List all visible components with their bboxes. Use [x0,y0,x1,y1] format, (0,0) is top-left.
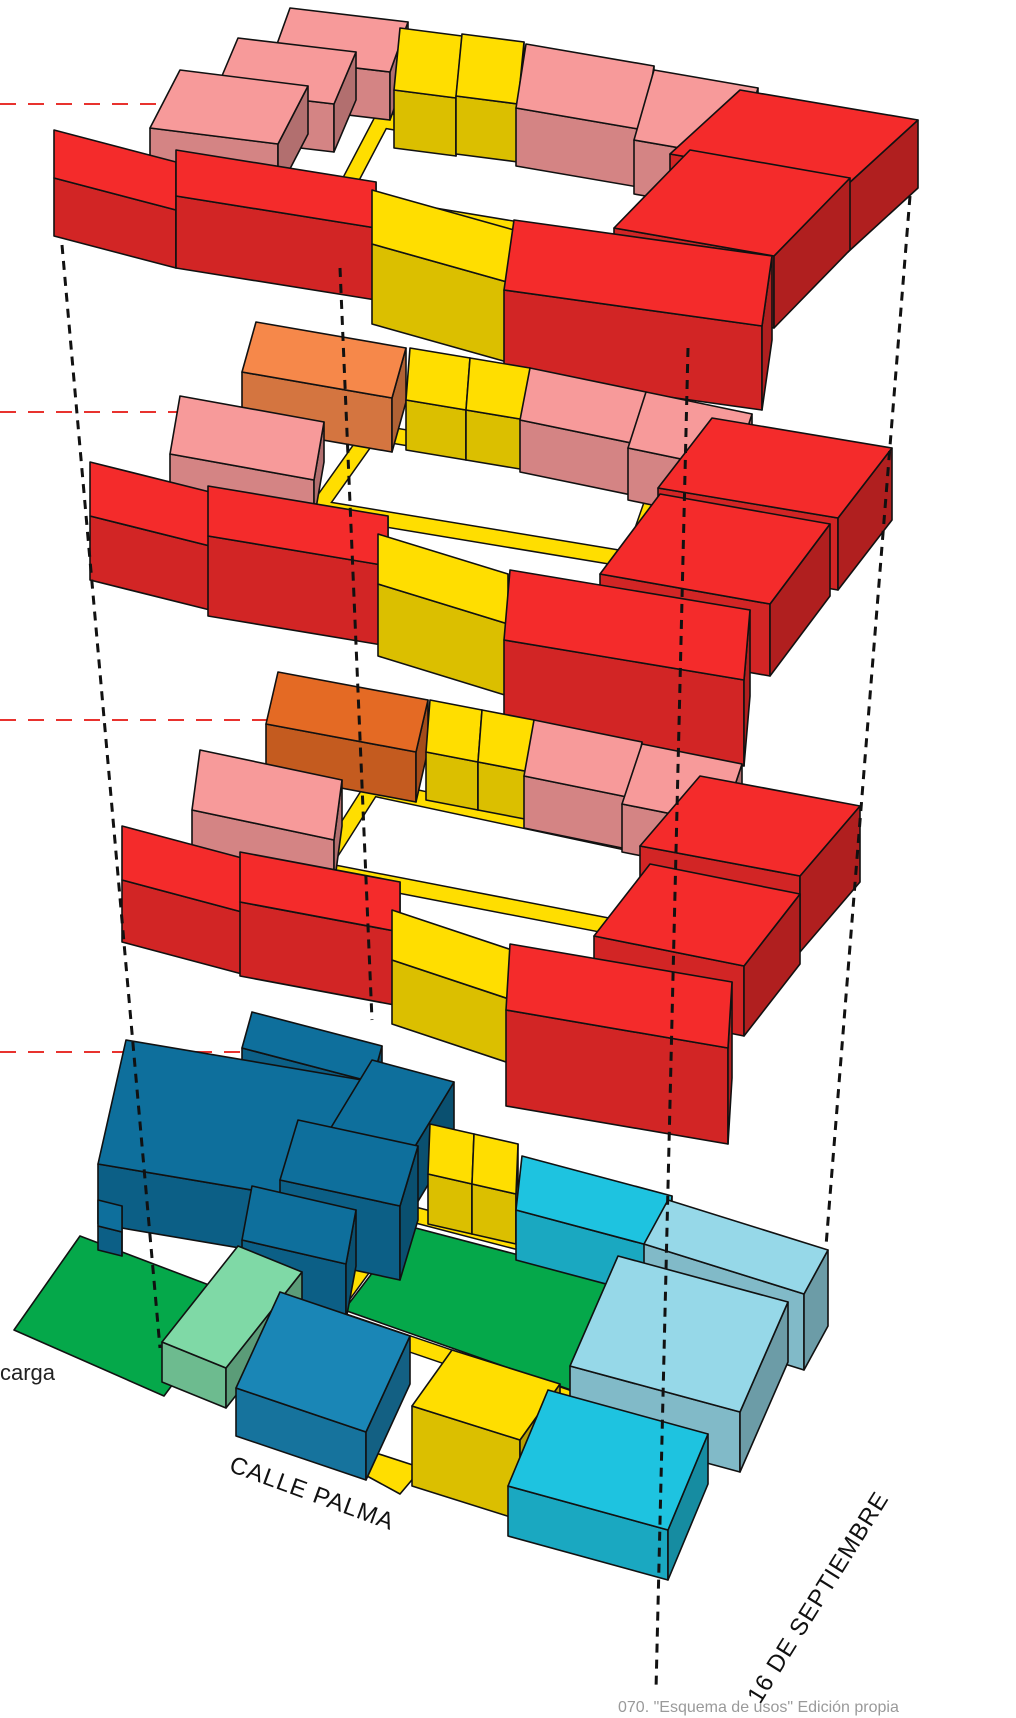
g-blue-edge-top [98,1200,122,1232]
l2-yellow-core [392,910,512,1064]
level-3 [90,322,892,766]
l4-yellow-b [456,34,524,162]
l4-yellow-b-top [456,34,524,104]
g-yellow-a [428,1124,474,1234]
l3-yellow-a-top [406,348,470,410]
l4-yellow-a-front [394,90,456,156]
legend-fragment-text: carga [0,1360,56,1385]
level-4 [54,8,918,410]
l3-yellow-b-top [466,358,530,420]
l3-yellow-a [406,348,470,460]
figure-caption: 070. "Esquema de usos" Edición propia [618,1699,899,1716]
g-yellow-a-top [428,1124,474,1184]
g-blue-edge [98,1200,122,1256]
l4-yellow-a [394,28,462,156]
g-yellow-b [472,1134,518,1244]
l3-yellow-core [378,534,508,696]
levels-layer [14,8,918,1580]
l4-yellow-b-front [456,96,518,162]
street-label-16-de-septiembre: 16 DE SEPTIEMBRE [742,1487,894,1708]
l4-yellow-core [372,190,514,364]
projection-line-4 [826,196,910,1246]
l2-yellow-a-top [426,700,482,762]
l4-yellow-a-top [394,28,462,98]
l2-yellow-a [426,700,482,810]
g-yellow-b-top [472,1134,518,1194]
